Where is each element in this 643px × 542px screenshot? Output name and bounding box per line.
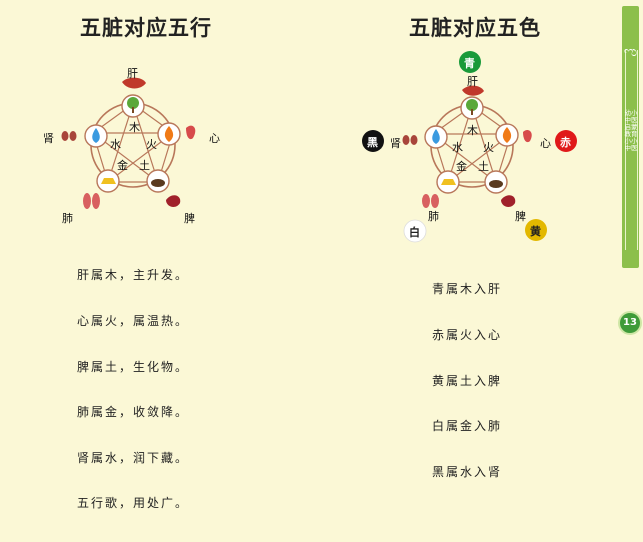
label-lung: 肺 (428, 210, 439, 223)
verse-line: 黄属土入脾 (432, 373, 503, 388)
label-fire: 火 (146, 138, 157, 151)
five-elements-diagrams (61, 51, 577, 243)
controlling-arrows (431, 104, 513, 184)
label-metal: 金 (456, 160, 467, 173)
earth-node (484, 170, 508, 194)
liver-icon (462, 85, 484, 96)
label-water: 水 (110, 138, 121, 151)
verse-line: 五行歌，用处广。 (77, 496, 190, 511)
label-chi: 赤 (560, 136, 571, 149)
label-spleen: 脾 (184, 212, 195, 225)
flame-icon (164, 126, 174, 142)
label-bai: 白 (409, 226, 420, 239)
tree-icon (127, 97, 139, 109)
wood-node (460, 96, 484, 120)
spine-green-strip (622, 6, 639, 268)
bai-color-disc (403, 219, 427, 243)
right-title: 五脏对应五色 (409, 16, 541, 40)
gold-ingot-icon (441, 179, 456, 185)
label-metal: 金 (117, 159, 128, 172)
left-title: 五脏对应五行 (80, 16, 212, 40)
label-earth: 土 (139, 159, 150, 172)
heart-icon (523, 130, 532, 143)
label-lung: 肺 (62, 212, 73, 225)
gold-ingot-icon (101, 178, 116, 184)
right-verse: 青属木入肝 赤属火入心 黄属土入脾 白属金入肺 黑属水入肾 (432, 252, 502, 510)
tree-icon (466, 99, 478, 111)
label-heart: 心 (540, 137, 551, 150)
spine-ornament-icon: ಌ (623, 44, 638, 60)
huang-color-disc (525, 219, 547, 241)
metal-node (96, 169, 120, 193)
qing-color-disc (459, 51, 481, 73)
right-wuxing-diagram (362, 51, 577, 243)
label-kidney: 肾 (390, 137, 401, 150)
verse-line: 肝属木，主升发。 (77, 268, 190, 283)
kidneys-icon (402, 135, 418, 145)
label-spleen: 脾 (515, 210, 526, 223)
lungs-icon (83, 193, 100, 209)
soil-icon (151, 179, 165, 187)
fire-node (157, 122, 181, 146)
spine-inner-border (625, 50, 638, 250)
verse-line: 赤属火入心 (432, 328, 503, 343)
earth-node (146, 169, 170, 193)
page-number: 13 (618, 311, 642, 335)
flame-icon (502, 127, 512, 143)
soil-icon (489, 180, 503, 188)
label-earth: 土 (478, 160, 489, 173)
spleen-icon (166, 195, 181, 207)
water-node (84, 124, 108, 148)
metal-node (436, 170, 460, 194)
verse-line: 黑属水入肾 (432, 464, 503, 479)
wood-node (121, 94, 145, 118)
label-liver: 肝 (467, 75, 478, 88)
verse-line: 肺属金，收敛降。 (77, 405, 190, 420)
verse-line: 脾属土，生化物。 (77, 359, 190, 374)
label-hei: 黑 (367, 136, 378, 149)
kidneys-icon (61, 131, 77, 141)
label-heart: 心 (209, 132, 220, 145)
hei-color-disc (362, 130, 384, 152)
controlling-arrows (93, 102, 173, 182)
label-wood: 木 (467, 124, 478, 137)
chi-color-disc (555, 130, 577, 152)
heart-icon (186, 125, 196, 140)
lungs-icon (422, 194, 439, 208)
label-huang: 黄 (530, 225, 541, 238)
left-verse: 肝属木，主升发。 心属火，属温热。 脾属土，生化物。 肺属金，收敛降。 肾属水，… (77, 238, 189, 542)
water-drop-icon (432, 129, 440, 144)
label-water: 水 (452, 141, 463, 154)
water-drop-icon (92, 128, 100, 143)
verse-line: 肾属水，润下藏。 (77, 450, 190, 465)
spine-title: 幼小中医启蒙教育小小中医 (624, 109, 638, 152)
fire-node (495, 123, 519, 147)
left-wuxing-diagram (61, 77, 196, 209)
label-kidney: 肾 (43, 132, 54, 145)
label-liver: 肝 (127, 67, 138, 80)
water-node (424, 125, 448, 149)
liver-icon (122, 77, 146, 89)
verse-line: 白属金入肺 (432, 419, 503, 434)
label-fire: 火 (483, 141, 494, 154)
label-wood: 木 (129, 121, 140, 134)
verse-line: 心属火，属温热。 (77, 314, 190, 329)
book-page: 五脏对应五行 五脏对应五色 (43, 16, 577, 511)
verse-line: 青属木入肝 (432, 282, 503, 297)
spleen-icon (501, 195, 516, 207)
label-qing: 青 (464, 57, 475, 70)
